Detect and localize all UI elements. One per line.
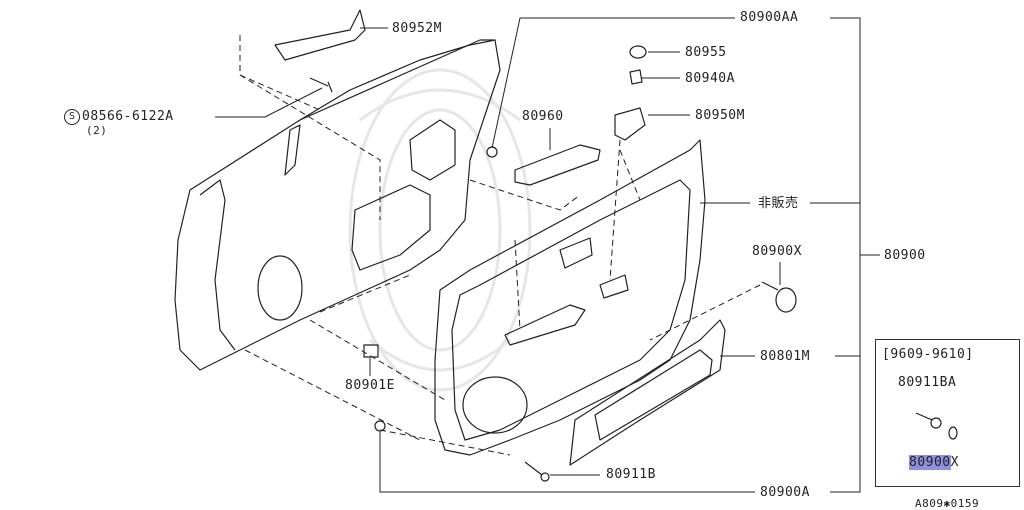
- knob: [629, 45, 647, 59]
- clip-e: [363, 344, 379, 358]
- clip-a: [374, 420, 386, 432]
- part-suffix: X: [950, 455, 959, 470]
- door-trim-panel: [434, 139, 706, 456]
- trim-armrest: [504, 304, 586, 346]
- label-80901E: 80901E: [345, 378, 395, 393]
- label-80955: 80955: [685, 45, 727, 60]
- watermark: [348, 68, 532, 392]
- leader-lines: [215, 17, 880, 493]
- highlighted-part-number[interactable]: 80900: [909, 455, 951, 470]
- screw-symbol: S: [64, 109, 80, 125]
- inner-panel-upper: [409, 119, 456, 181]
- grommet: [629, 69, 643, 85]
- inset-parts: [915, 412, 958, 440]
- clip-x: [775, 287, 797, 313]
- trim-speaker: [462, 376, 528, 434]
- label-80900X: 80900X: [752, 244, 802, 259]
- inset-box: [875, 339, 1020, 487]
- clip-aa: [486, 146, 498, 158]
- screw-b: [524, 461, 543, 476]
- label-80960: 80960: [522, 109, 564, 124]
- bracket: [274, 9, 366, 61]
- label-80900A: 80900A: [760, 485, 810, 500]
- label-80911B: 80911B: [606, 467, 656, 482]
- label-not-sold: 非販売: [758, 196, 799, 211]
- label-80950M: 80950M: [695, 108, 745, 123]
- cloth-insert: [569, 319, 726, 466]
- inner-door-panel: [174, 39, 501, 371]
- label-08566-6122A: 08566-6122A: [82, 109, 174, 124]
- label-08566-qty: (2): [86, 124, 108, 137]
- inner-panel-edge: [199, 179, 236, 351]
- door-frame-top: [299, 39, 495, 121]
- trim-pull: [599, 274, 629, 299]
- lock-bezel: [614, 107, 646, 141]
- inset-date-range: [9609-9610]: [882, 347, 974, 362]
- label-80900AA: 80900AA: [740, 10, 799, 25]
- label-80940A: 80940A: [685, 71, 735, 86]
- trim-inner-edge: [451, 179, 691, 441]
- switch-bezel: [514, 144, 601, 186]
- screw: [309, 77, 333, 93]
- trim-handle: [559, 237, 593, 269]
- inset-label-80900X[interactable]: 80900X: [909, 455, 959, 470]
- inset-label-80911BA: 80911BA: [898, 375, 957, 390]
- inner-panel-window-cut: [284, 124, 301, 176]
- inner-panel-pocket: [351, 184, 431, 271]
- speaker-opening: [257, 255, 303, 321]
- label-80801M: 80801M: [760, 349, 810, 364]
- label-80900: 80900: [884, 248, 926, 263]
- assembly-lines: [239, 35, 761, 456]
- diagram-code: A809✱0159: [915, 497, 980, 510]
- label-80952M: 80952M: [392, 21, 442, 36]
